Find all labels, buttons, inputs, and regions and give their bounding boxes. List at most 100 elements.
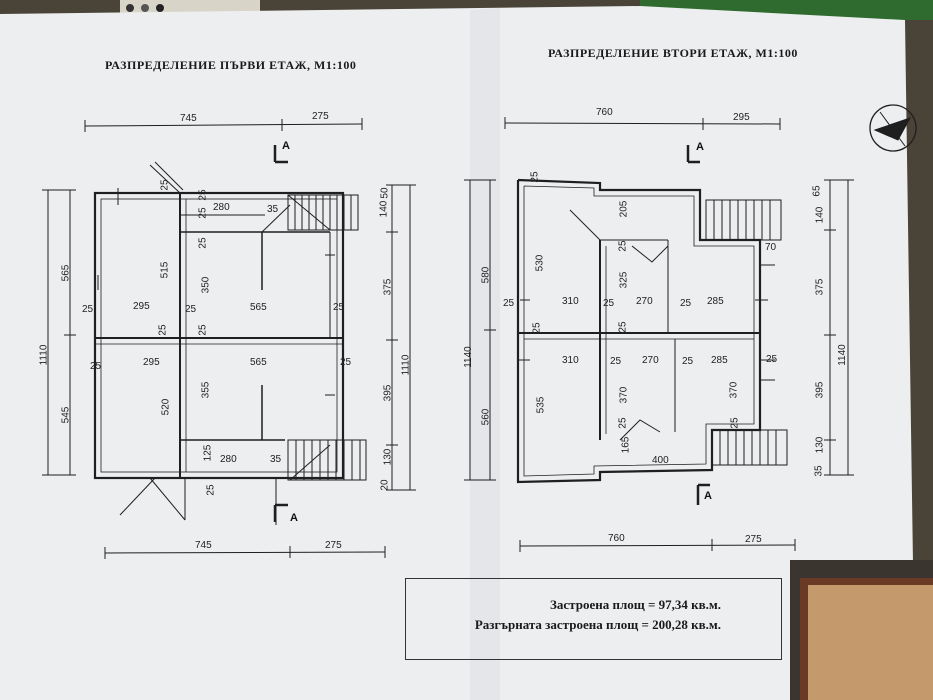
dimension-label: 35 <box>267 204 279 215</box>
dimension-label: 560 <box>480 408 492 426</box>
dimension-label: 25 <box>682 356 694 367</box>
dimension-label: 35 <box>270 454 282 465</box>
dimension-label: 25 <box>197 189 209 201</box>
dimension-label: 270 <box>642 355 659 366</box>
floor1-plan <box>42 118 416 559</box>
dimension-label: 355 <box>200 381 212 399</box>
dimension-label: 25 <box>680 298 692 309</box>
dimension-label: 35 <box>813 465 825 477</box>
staircase-icon <box>705 199 782 241</box>
section-arrow-icon <box>686 145 710 505</box>
dimension-label: 565 <box>250 302 267 313</box>
color-swatch-strip <box>120 0 260 14</box>
dimension-label: 1140 <box>462 346 474 368</box>
dimension-label: 25 <box>197 237 209 249</box>
dimension-label: 25 <box>617 417 629 429</box>
dimension-label: 205 <box>618 200 630 218</box>
dimension-label: 310 <box>562 355 579 366</box>
dimension-label: 130 <box>382 448 394 466</box>
staircase-icon <box>287 194 359 231</box>
cork-board <box>808 585 933 700</box>
dimension-label: 130 <box>814 436 826 454</box>
section-mark-label: A <box>290 512 298 524</box>
dimension-label: 25 <box>340 357 352 368</box>
dimension-label: 1140 <box>836 344 848 366</box>
dimension-label: 140 <box>814 206 826 224</box>
dimension-label: 565 <box>250 357 267 368</box>
dimension-label: 25 <box>205 484 217 496</box>
dimension-label: 515 <box>159 261 171 279</box>
dimension-label: 25 <box>603 298 615 309</box>
dimension-label: 310 <box>562 296 579 307</box>
dimension-label: 295 <box>133 301 150 312</box>
dimension-label: 125 <box>202 444 214 462</box>
section-arrow-icon <box>273 145 288 522</box>
dimension-label: 280 <box>220 454 237 465</box>
dimension-label: 325 <box>618 271 630 289</box>
dimension-label: 25 <box>610 356 622 367</box>
dimension-label: 1110 <box>400 354 412 376</box>
floor2-plan <box>464 117 854 552</box>
dimension-label: 295 <box>733 112 750 123</box>
dimension-label: 25 <box>531 322 543 334</box>
dimension-label: 25 <box>197 207 209 219</box>
dimension-label: 275 <box>745 534 762 545</box>
dimension-label: 375 <box>382 278 394 296</box>
dimension-label: 295 <box>143 357 160 368</box>
north-arrow-icon <box>869 104 917 152</box>
floor2-title: РАЗПРЕДЕЛЕНИЕ ВТОРИ ЕТАЖ, M1:100 <box>548 46 798 60</box>
dimension-label: 25 <box>333 302 345 313</box>
dimension-label: 400 <box>652 455 669 466</box>
gross-area-text: Разгърната застроена площ = 200,28 кв.м. <box>474 617 721 632</box>
dimension-label: 25 <box>617 321 629 333</box>
dimension-label: 165 <box>620 436 632 454</box>
paper-sheet <box>0 6 915 700</box>
staircase-icon <box>287 439 367 481</box>
dimension-label: 275 <box>312 111 329 122</box>
dimension-label: 370 <box>618 386 630 404</box>
dimension-label: 50 <box>379 187 391 199</box>
dimension-label: 270 <box>636 296 653 307</box>
dimension-label: 275 <box>325 540 342 551</box>
dimension-label: 65 <box>811 185 823 197</box>
dimension-label: 395 <box>814 381 826 399</box>
dimension-label: 140 <box>378 200 390 218</box>
dimension-label: 520 <box>160 398 172 416</box>
dimension-label: 25 <box>529 171 541 183</box>
dimension-label: 25 <box>766 354 778 365</box>
dimension-label: 375 <box>814 278 826 296</box>
dimension-label: 25 <box>617 240 629 252</box>
dimension-label: 25 <box>157 324 169 336</box>
dimension-label: 745 <box>195 540 212 551</box>
dimension-label: 760 <box>608 533 625 544</box>
dimension-label: 370 <box>728 381 740 399</box>
dimension-label: 580 <box>480 266 492 284</box>
staircase-icon <box>711 429 788 466</box>
built-area-text: Застроена площ = 97,34 кв.м. <box>550 597 721 612</box>
dimension-label: 545 <box>60 406 72 424</box>
floor1-title: РАЗПРЕДЕЛЕНИЕ ПЪРВИ ЕТАЖ, M1:100 <box>105 58 357 72</box>
dimension-label: 25 <box>729 417 741 429</box>
dimension-label: 565 <box>60 264 72 282</box>
dimension-label: 70 <box>765 242 777 253</box>
section-mark-label: A <box>696 141 704 153</box>
dimension-label: 760 <box>596 107 613 118</box>
dimension-label: 25 <box>185 304 197 315</box>
dimension-label: 25 <box>159 179 171 191</box>
dimension-label: 530 <box>534 254 546 272</box>
area-summary-box: Застроена площ = 97,34 кв.м. Разгърната … <box>405 578 782 660</box>
dimension-label: 25 <box>90 361 102 372</box>
dimension-label: 285 <box>707 296 724 307</box>
door-swing-icon <box>120 477 186 521</box>
dimension-label: 280 <box>213 202 230 213</box>
dimension-label: 25 <box>197 324 209 336</box>
dimension-label: 1110 <box>38 344 50 366</box>
dimension-label: 395 <box>382 384 394 402</box>
dimension-label: 25 <box>503 298 515 309</box>
dimension-label: 20 <box>379 479 391 491</box>
dimension-label: 745 <box>180 113 197 124</box>
dimension-label: 285 <box>711 355 728 366</box>
dimension-label: 350 <box>200 276 212 294</box>
